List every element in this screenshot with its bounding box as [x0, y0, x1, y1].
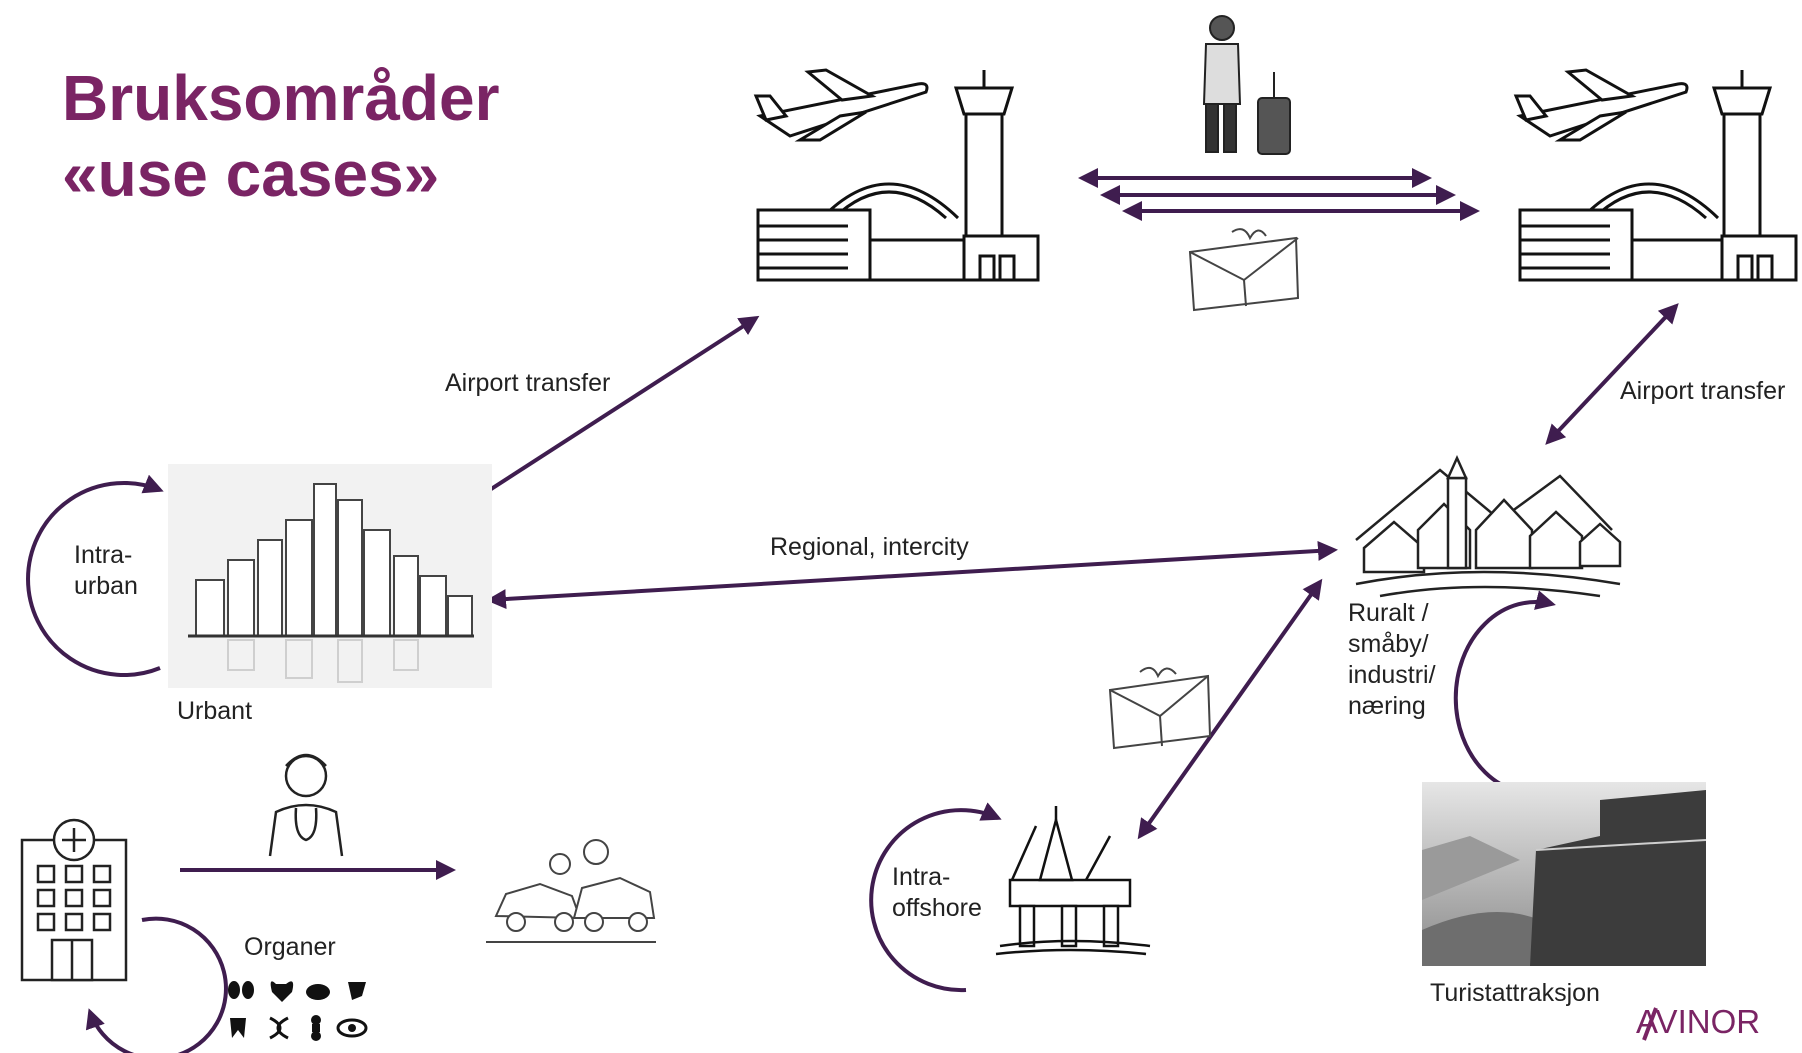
- label-regional-intercity: Regional, intercity: [770, 533, 969, 561]
- label-airport-transfer-right: Airport transfer: [1620, 377, 1786, 405]
- connection-arrows: [180, 168, 1679, 880]
- car-crash-icon: [486, 839, 656, 943]
- heart-icon: [270, 981, 294, 1002]
- kidney-icon: [228, 981, 254, 999]
- village-icon: [1355, 454, 1622, 598]
- plane-left-icon: [753, 68, 929, 142]
- tooth-icon: [230, 1018, 246, 1038]
- arrow-airport-transfer-left: [436, 315, 760, 525]
- label-turistattraksjon: Turistattraksjon: [1430, 979, 1600, 1007]
- label-intra-offshore: Intra- offshore: [892, 863, 982, 922]
- loop-rural: [1453, 590, 1556, 796]
- loop-hospital: [85, 916, 228, 1053]
- package-top-icon: [1188, 228, 1300, 312]
- loop-intra-offshore: [869, 802, 1002, 993]
- loop-intra-urban: [26, 474, 164, 677]
- title-line-2: «use cases»: [62, 138, 440, 210]
- label-airport-transfer-left: Airport transfer: [445, 369, 611, 397]
- label-ruralt: Ruralt / småby/ industri/ næring: [1348, 599, 1436, 720]
- title-line-1: Bruksområder: [62, 62, 500, 134]
- stomach-icon: [306, 984, 330, 1000]
- arrow-offshore-rural: [1137, 578, 1323, 840]
- cliff-photo: [1422, 782, 1707, 966]
- oil-rig-icon: [995, 806, 1151, 956]
- label-organer: Organer: [244, 933, 336, 961]
- label-intra-urban: Intra- urban: [74, 541, 138, 600]
- airport-right-icon: [1513, 68, 1798, 282]
- organ-icons: [228, 981, 368, 1041]
- arrow-regional-intercity: [486, 540, 1338, 610]
- page-title: Bruksområder «use cases»: [62, 60, 500, 212]
- label-urbant: Urbant: [177, 697, 253, 725]
- traveler-icon: [1202, 15, 1291, 155]
- eye-icon: [336, 1018, 368, 1038]
- dna-icon: [269, 1016, 289, 1040]
- airport-left-icon: [753, 68, 1040, 282]
- avinor-logo-mark: [1642, 1007, 1658, 1041]
- joint-icon: [311, 1015, 321, 1041]
- avinor-logo: AVINOR: [1636, 1003, 1761, 1040]
- liver-icon: [348, 982, 366, 1000]
- plane-right-icon: [1513, 68, 1689, 142]
- hospital-icon: [20, 818, 128, 982]
- package-mid-icon: [1108, 666, 1212, 750]
- city-skyline-image: [168, 464, 492, 688]
- nurse-icon: [268, 753, 344, 857]
- arrow-airport-transfer-right: [1545, 303, 1679, 445]
